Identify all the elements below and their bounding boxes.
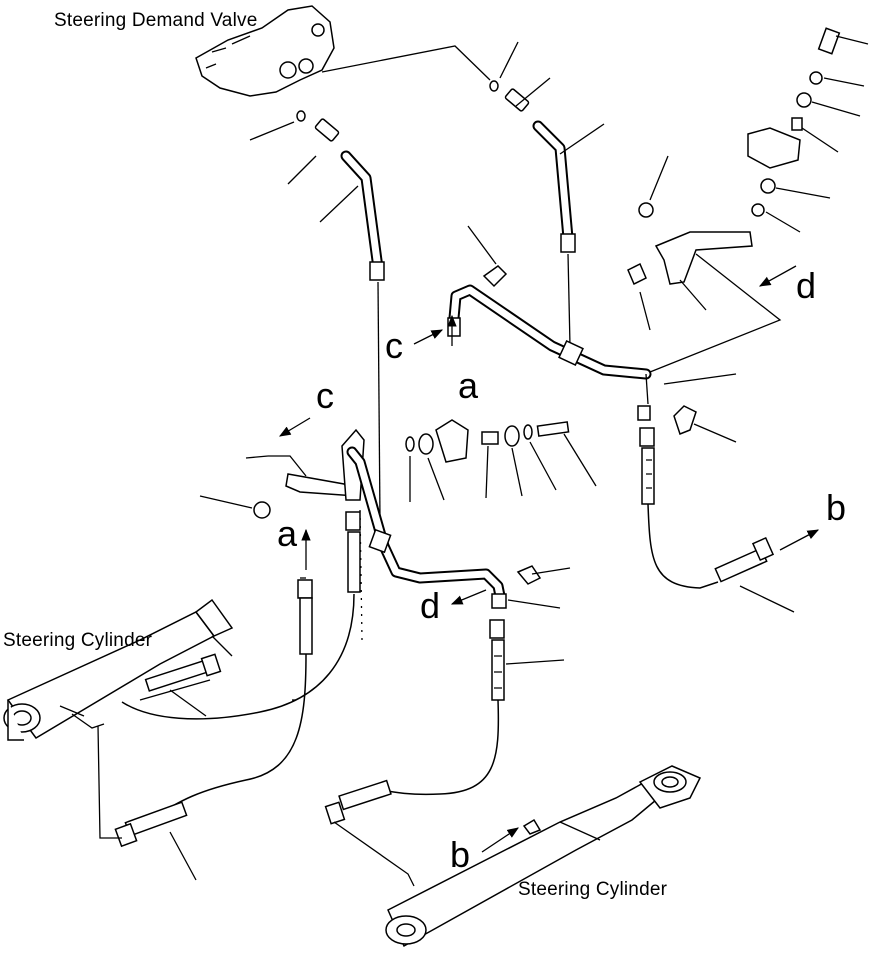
- left-bracket: [199, 428, 365, 519]
- dotted-guide: [359, 509, 363, 641]
- reference-mark-c-upper: c: [385, 325, 403, 366]
- mounting-bracket: [627, 155, 782, 373]
- reference-mark-b-right: b: [826, 487, 847, 528]
- reference-mark-b-lower: b: [450, 834, 471, 875]
- center-hose: [324, 619, 565, 825]
- tube-clamps: [467, 225, 737, 443]
- o-rings-and-fittings: [296, 80, 530, 142]
- lower-tube: [346, 446, 571, 609]
- cross-tube: [447, 284, 737, 405]
- steering-cylinder-left-label: Steering Cylinder: [3, 630, 153, 651]
- reference-arrows: [278, 265, 820, 853]
- steering-demand-valve-label: Steering Demand Valve: [54, 10, 258, 31]
- reference-mark-c-left: c: [316, 375, 334, 416]
- right-hose: [637, 405, 795, 613]
- reference-mark-a-lower: a: [277, 513, 298, 554]
- steering-demand-valve: [195, 5, 335, 97]
- clamp-parts-row: [405, 419, 597, 502]
- left-tube: [340, 150, 385, 521]
- reference-mark-d-right: d: [796, 265, 817, 306]
- reference-mark-d-lower: d: [420, 585, 441, 626]
- reference-mark-a-upper: a: [458, 365, 479, 406]
- left-steering-cylinder: [3, 598, 234, 839]
- bolt-and-washers: [747, 27, 869, 233]
- right-steering-cylinder: [333, 765, 702, 948]
- valve-leaders: [249, 45, 491, 223]
- left-hoses: [114, 511, 361, 881]
- steering-cylinder-right-label: Steering Cylinder: [518, 879, 668, 900]
- right-tube: [499, 41, 605, 347]
